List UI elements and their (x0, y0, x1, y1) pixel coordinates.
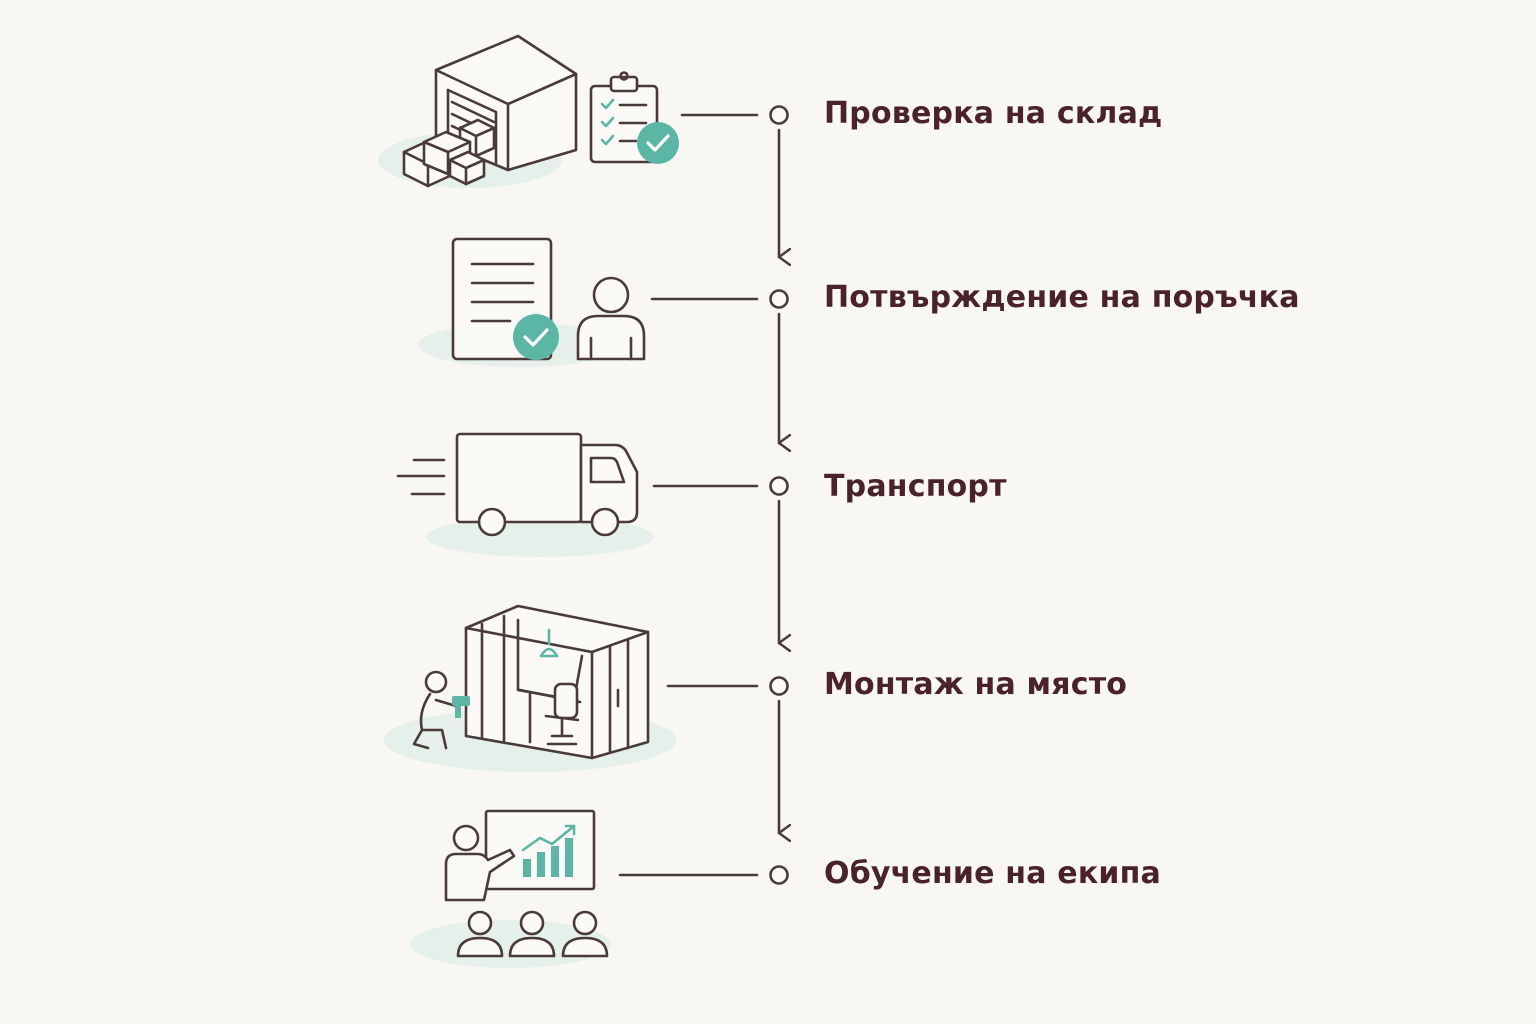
step-label-team-training: Обучение на екипа (824, 856, 1162, 891)
step-node (769, 105, 789, 125)
document-person-icon (418, 237, 646, 367)
warehouse-checklist-icon (378, 34, 679, 188)
step-node (769, 865, 789, 885)
step-node (769, 476, 789, 496)
step-node (769, 289, 789, 309)
team-training-icon (410, 809, 610, 968)
delivery-truck-icon (396, 432, 654, 557)
step-node (769, 676, 789, 696)
step-label-transport: Транспорт (824, 469, 1007, 504)
step-label-warehouse-check: Проверка на склад (824, 96, 1163, 131)
assembly-worker-icon (384, 604, 676, 772)
step-label-order-confirmation: Потвърждение на поръчка (824, 280, 1300, 315)
step-connectors (618, 105, 789, 885)
step-label-onsite-assembly: Монтаж на място (824, 667, 1128, 702)
